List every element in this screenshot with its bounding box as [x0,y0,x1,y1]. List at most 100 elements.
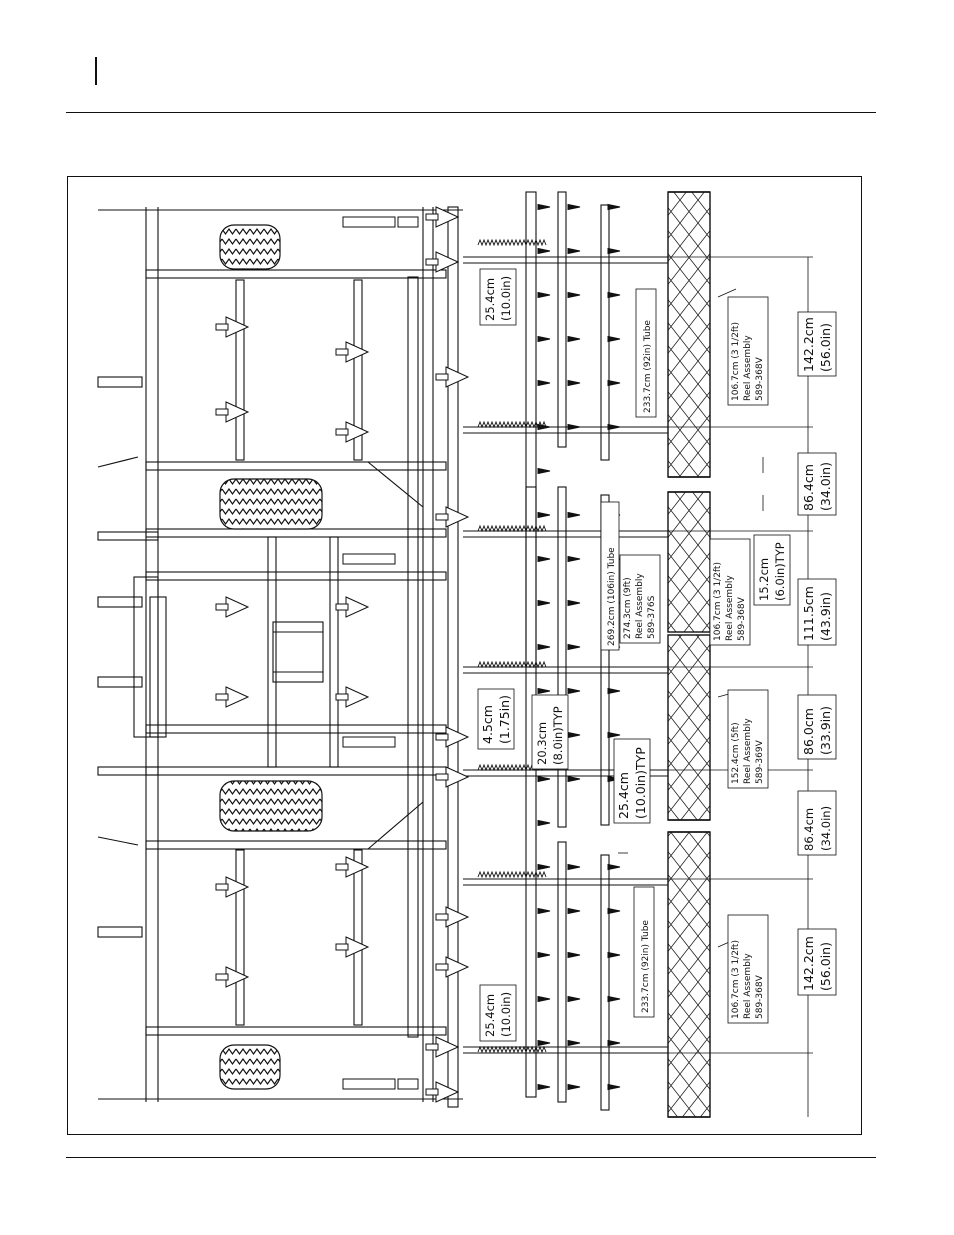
reel-top-line1: 106.7cm (3 1/2ft) [731,322,741,401]
tine [567,599,581,607]
shank-clamp [215,973,229,981]
shank-clamp [335,348,349,356]
tine [537,467,551,475]
tires [219,224,323,1090]
tube-92-top-text: 233.7cm (92in) Tube [643,320,653,413]
dim-142-bottom-label: 142.2cm (56.0in) [797,928,837,996]
tine [607,335,621,343]
dim-25-bottom-line2: (10.0in) [499,992,513,1037]
tine [567,555,581,563]
tine [537,687,551,695]
dim-25-bottom-line1: 25.4cm [483,994,497,1037]
dim-111-label: 111.5cm (43.9in) [797,578,837,646]
spring [477,660,547,669]
sweep [225,596,250,618]
tube-92-top-label: 233.7cm (92in) Tube [635,288,657,418]
tine [537,907,551,915]
sweep [345,856,370,878]
tine [537,379,551,387]
tube-106-text: 269.2cm (106in) Tube [607,547,617,646]
sweep [345,421,370,443]
shank-clamp [335,603,349,611]
sweep [445,956,470,978]
sweep [225,316,250,338]
tine [567,951,581,959]
tine [537,511,551,519]
footer-rule [66,1157,876,1158]
reel-5ft-line2: Reel Assembly [743,718,753,784]
tine [567,335,581,343]
dim-15-line1: 15.2cm [757,558,771,601]
shank-clamp [435,733,449,741]
sweep [345,596,370,618]
tine [537,291,551,299]
reel-mid-upper-line3: 589-368V [737,596,747,641]
tine [537,643,551,651]
sweep [225,966,250,988]
tine [537,775,551,783]
shank-clamp [215,693,229,701]
tine [537,203,551,211]
sweep [435,251,460,273]
tine [537,599,551,607]
dim-4-5-line2: (1.75in) [497,695,512,744]
reel-bottom-line2: Reel Assembly [743,953,753,1019]
spring [477,1045,547,1054]
dim-111-line2: (43.9in) [818,592,833,641]
tire-center-upper [219,478,323,530]
shank-clamp [215,603,229,611]
tine [567,511,581,519]
tine [537,951,551,959]
reel-bottom-label: 106.7cm (3 1/2ft) Reel Assembly 589-368V [727,914,769,1024]
reel-mid-upper-label: 106.7cm (3 1/2ft) Reel Assembly 589-368V [709,538,751,646]
shank-clamp [435,513,449,521]
reel-bottom [667,831,711,1118]
sweep [345,686,370,708]
dim-20-line1: 20.3cm [535,722,549,765]
shank-clamp [435,373,449,381]
header-marker [95,57,97,85]
shank-clamp [435,913,449,921]
dim-25-top-label: 25.4cm (10.0in) [479,268,517,326]
dim-86-mid-line2: (33.9in) [818,706,833,755]
tine [537,247,551,255]
tine [567,995,581,1003]
shank-clamp [215,323,229,331]
tine [607,863,621,871]
reel-9ft-line3: 589-376S [647,595,657,639]
tine [567,731,581,739]
dim-25-top-line1: 25.4cm [483,278,497,321]
reel-top [667,191,711,478]
reel-9ft-line2: Reel Assembly [635,573,645,639]
reel-5ft-label: 152.4cm (5ft) Reel Assembly 589-369V [727,689,769,789]
shank-clamp [335,428,349,436]
harrow-tines [537,203,621,1091]
reel-5ft [667,634,711,821]
tine [567,643,581,651]
shank-clamp [425,258,439,266]
dim-86-bottom-line1: 86.4cm [802,808,816,851]
diagram-frame: 233.7cm (92in) Tube 106.7cm (3 1/2ft) Re… [67,176,862,1135]
shank-springs [477,238,547,1054]
tine [537,819,551,827]
dim-86-bottom-label: 86.4cm (34.0in) [797,790,837,856]
dim-4-5-label: 4.5cm (1.75in) [477,688,515,750]
shank-clamp [425,1088,439,1096]
tine [537,1039,551,1047]
tine [567,687,581,695]
dim-111-line1: 111.5cm [801,586,816,641]
dim-142-bottom-line1: 142.2cm [801,936,816,991]
tine [567,423,581,431]
tine [607,423,621,431]
shank-clamp [335,863,349,871]
tine [607,1083,621,1091]
dim-86-top-label: 86.4cm (34.0in) [797,452,837,516]
sweep [225,401,250,423]
dim-142-bottom-line2: (56.0in) [818,942,833,991]
dim-25-mid-line2: (10.0in)TYP [633,747,648,819]
tine [567,1083,581,1091]
sweep-shanks [215,206,470,1103]
tine [607,1039,621,1047]
reel-bottom-line1: 106.7cm (3 1/2ft) [731,940,741,1019]
dim-20-line2: (8.0in)TYP [551,706,565,765]
